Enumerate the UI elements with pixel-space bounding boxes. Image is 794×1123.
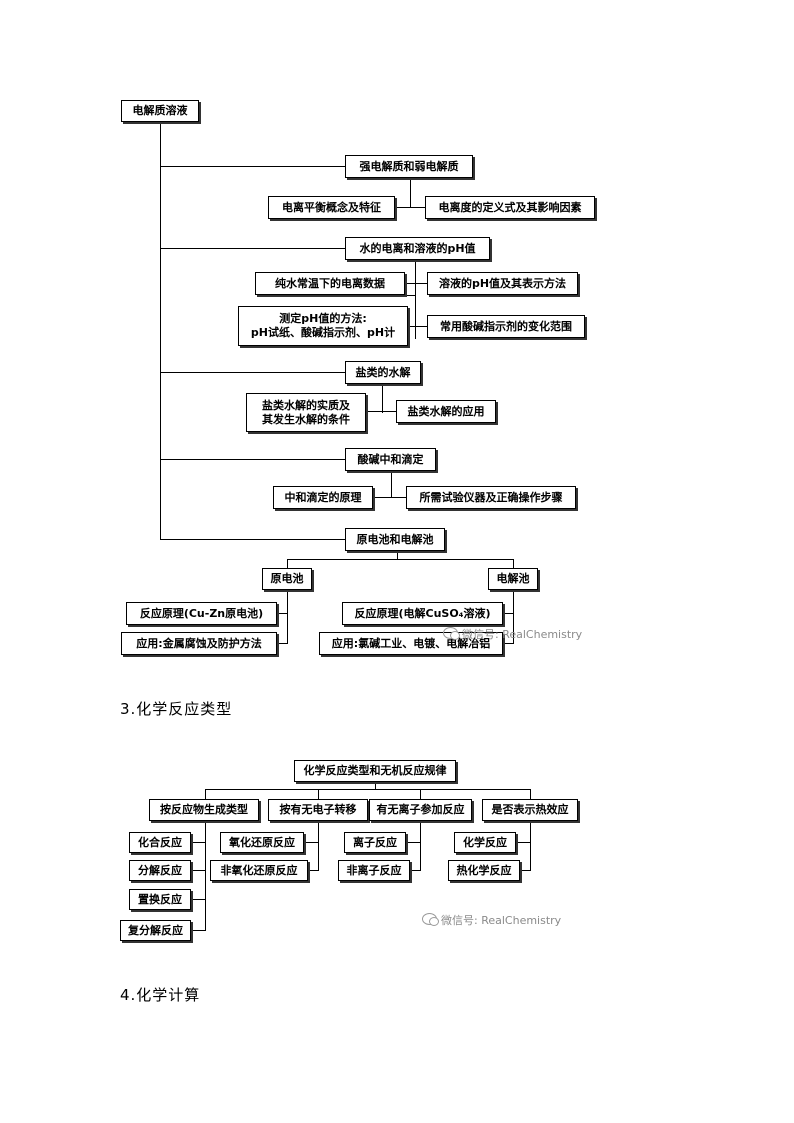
watermark: 微信号: RealChemistry <box>422 912 561 928</box>
connector <box>287 559 513 560</box>
wechat-icon <box>443 627 460 640</box>
connector <box>160 459 345 460</box>
node-decomposition-reaction: 分解反应 <box>129 860 191 881</box>
connector <box>277 613 287 614</box>
connector <box>397 550 398 560</box>
node-combination-reaction: 化合反应 <box>129 832 191 853</box>
node-ionization-balance: 电离平衡概念及特征 <box>268 196 395 219</box>
connector <box>503 643 513 644</box>
node-thermochemical-reaction: 热化学反应 <box>448 860 520 881</box>
node-non-redox-reaction: 非氧化还原反应 <box>210 860 308 881</box>
connector <box>375 782 376 790</box>
connector <box>405 283 406 295</box>
connector <box>410 178 411 208</box>
connector <box>513 590 514 644</box>
node-displacement-reaction: 置换反应 <box>129 889 191 910</box>
connector <box>405 295 415 296</box>
connector <box>287 590 288 644</box>
node-by-heat-effect: 是否表示热效应 <box>482 799 578 821</box>
connector <box>513 559 514 569</box>
node-acid-base-titration: 酸碱中和滴定 <box>345 448 436 471</box>
connector <box>373 497 406 498</box>
node-by-ion-participation: 有无离子参加反应 <box>369 799 472 821</box>
connector <box>318 821 319 871</box>
node-redox-reaction: 氧化还原反应 <box>220 832 304 853</box>
connector <box>304 842 318 843</box>
connector <box>205 789 530 790</box>
connector <box>366 411 396 412</box>
connector <box>277 643 287 644</box>
connector <box>205 821 206 931</box>
connector <box>191 930 205 931</box>
node-indicator-range: 常用酸碱指示剂的变化范围 <box>427 315 585 338</box>
connector <box>503 613 513 614</box>
connector <box>530 789 531 799</box>
node-ionic-reaction: 离子反应 <box>344 832 406 853</box>
connector <box>405 283 427 284</box>
connector <box>420 789 421 799</box>
connector <box>160 248 345 249</box>
connector <box>520 870 530 871</box>
connector <box>410 870 420 871</box>
node-hydrolysis-essence: 盐类水解的实质及 其发生水解的条件 <box>246 393 366 432</box>
connector <box>420 821 421 871</box>
node-ph-methods: 测定pH值的方法: pH试纸、酸碱指示剂、pH计 <box>238 306 408 346</box>
connector <box>415 259 416 339</box>
node-double-decomposition-reaction: 复分解反应 <box>120 920 191 941</box>
node-salt-hydrolysis: 盐类的水解 <box>345 361 421 384</box>
connector <box>406 842 420 843</box>
connector <box>191 899 205 900</box>
watermark-text: 微信号: RealChemistry <box>462 628 583 641</box>
section-heading-chemical-calculation: 4.化学计算 <box>120 986 201 1004</box>
node-non-ionic-reaction: 非离子反应 <box>338 860 410 881</box>
node-reaction-types-root: 化学反应类型和无机反应规律 <box>294 760 456 782</box>
node-galvanic-principle: 反应原理(Cu-Zn原电池) <box>126 602 277 625</box>
wechat-icon <box>422 913 439 926</box>
connector <box>160 122 161 540</box>
node-galvanic-application: 应用:金属腐蚀及防护方法 <box>121 632 277 655</box>
node-hydrolysis-application: 盐类水解的应用 <box>396 400 496 423</box>
connector <box>205 789 206 799</box>
node-ionization-degree: 电离度的定义式及其影响因素 <box>425 196 595 219</box>
node-water-ph: 水的电离和溶液的pH值 <box>345 237 490 260</box>
connector <box>391 470 392 498</box>
connector <box>408 326 427 327</box>
node-titration-principle: 中和滴定的原理 <box>273 486 373 509</box>
node-solution-ph: 溶液的pH值及其表示方法 <box>427 272 578 295</box>
node-electrolytic-principle: 反应原理(电解CuSO₄溶液) <box>342 602 503 625</box>
connector <box>395 207 425 208</box>
section-heading-reaction-types: 3.化学反应类型 <box>120 700 233 718</box>
connector <box>287 559 288 569</box>
node-galvanic-electrolytic: 原电池和电解池 <box>345 528 445 551</box>
node-by-electron-transfer: 按有无电子转移 <box>268 799 368 821</box>
node-chemical-reaction: 化学反应 <box>454 832 516 853</box>
connector <box>530 821 531 871</box>
connector <box>191 870 205 871</box>
connector <box>160 166 345 167</box>
connector <box>308 870 318 871</box>
connector <box>160 539 345 540</box>
watermark: 微信号: RealChemistry <box>443 626 582 642</box>
node-electrolyte-solution: 电解质溶液 <box>121 100 199 122</box>
node-pure-water: 纯水常温下的电离数据 <box>255 272 405 295</box>
node-strong-weak-electrolyte: 强电解质和弱电解质 <box>345 155 473 178</box>
node-by-reactant-product: 按反应物生成类型 <box>149 799 259 821</box>
connector <box>516 842 530 843</box>
connector <box>191 842 205 843</box>
node-electrolytic-cell: 电解池 <box>488 568 538 590</box>
node-galvanic-cell: 原电池 <box>262 568 312 590</box>
connector <box>382 383 383 413</box>
connector <box>160 372 345 373</box>
node-titration-steps: 所需试验仪器及正确操作步骤 <box>406 486 576 509</box>
watermark-text: 微信号: RealChemistry <box>441 914 562 927</box>
connector <box>318 789 319 799</box>
